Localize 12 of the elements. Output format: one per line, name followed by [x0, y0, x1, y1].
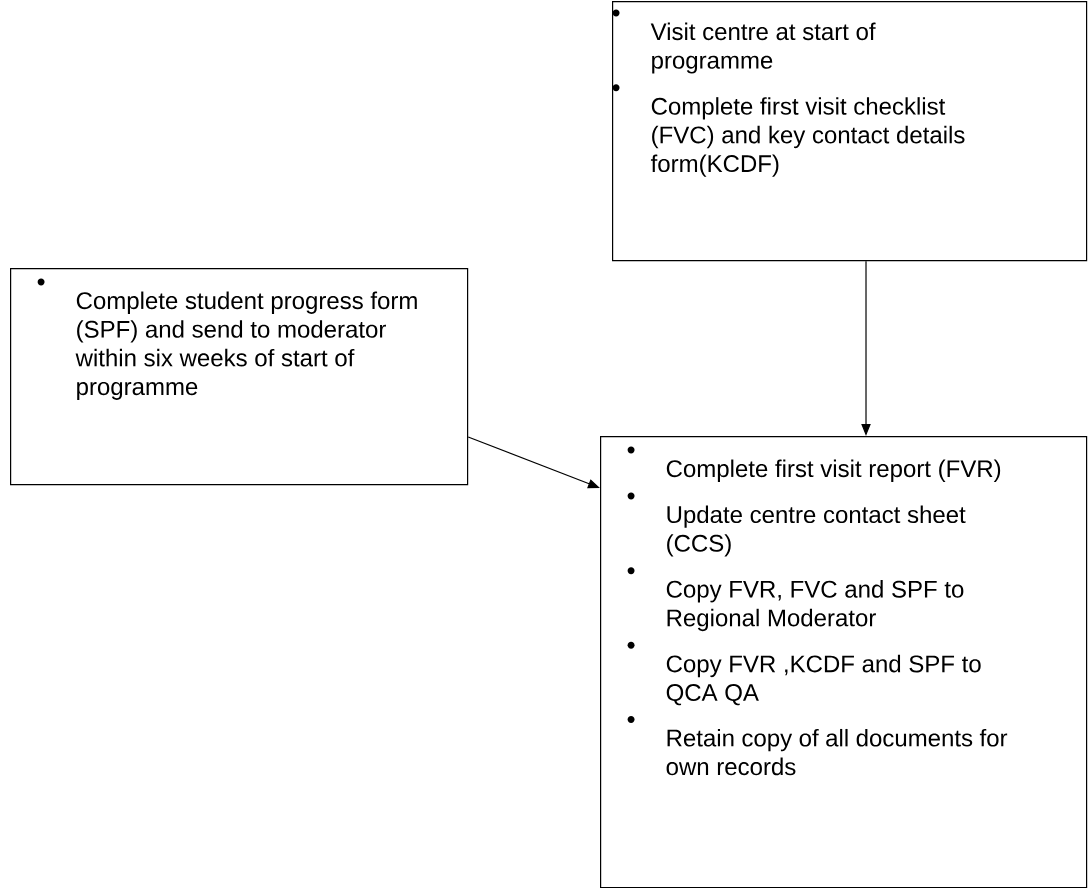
bullet-item: Copy FVR ,KCDF and SPF to QCA QA [627, 641, 981, 706]
bullet-item: Copy FVR, FVC and SPF to Regional Moderator [627, 567, 964, 632]
text-box [612, 1, 1088, 262]
bullet-item: Visit centre at start of programme [612, 9, 876, 74]
bullet-item: Complete first visit checklist (FVC) and key contact details form(KCDF) [612, 84, 965, 177]
bullet-item: Complete student progress form (SPF) and send to moderator within six weeks of start of programme [37, 278, 417, 400]
text-box [10, 268, 469, 486]
bullet-item: Retain copy of all documents for own records [627, 716, 1008, 776]
text-box [600, 436, 1088, 888]
arrow [467, 436, 600, 489]
bullet-item: Update centre contact sheet (CCS) [627, 492, 966, 557]
bullet-item: Complete first visit report (FVR) [627, 446, 1001, 482]
